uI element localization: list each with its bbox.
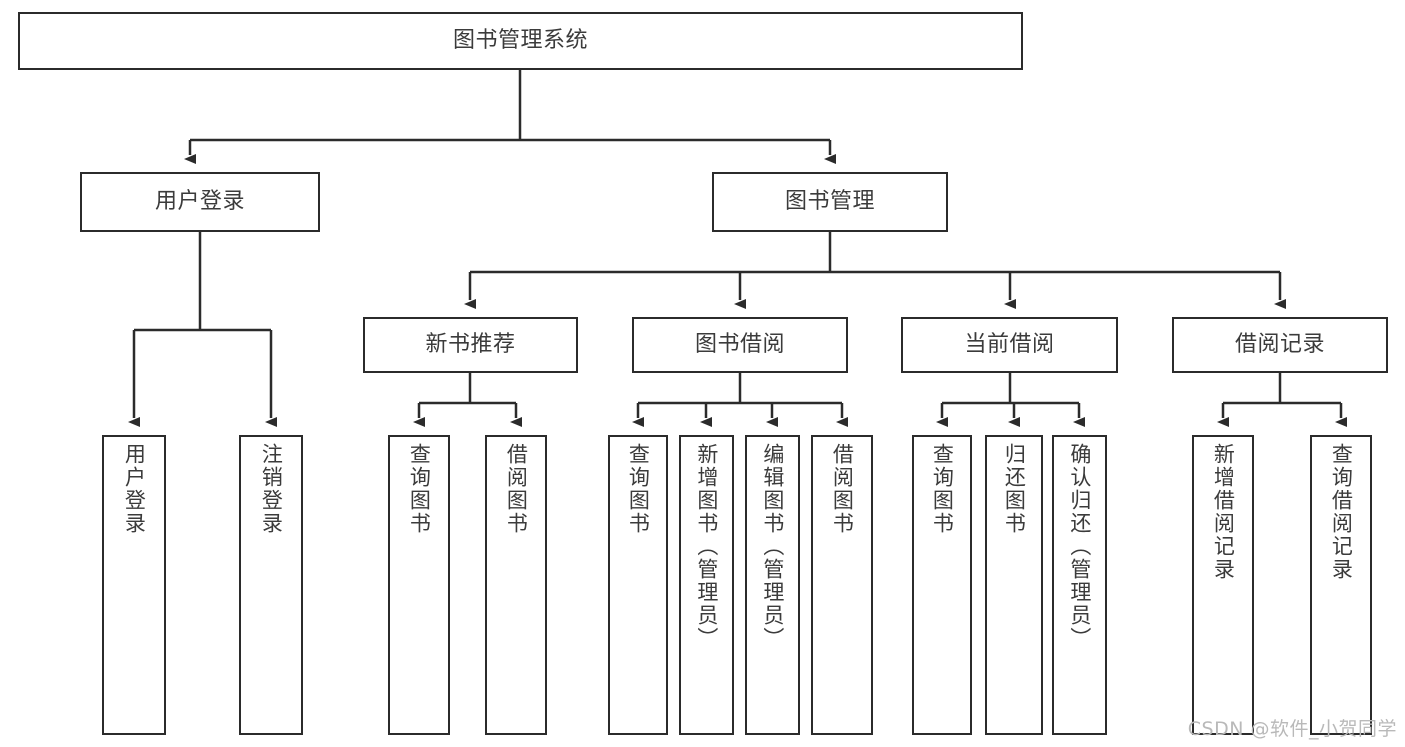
node-leaf-query-book-2-label: 查询图书 xyxy=(626,443,651,535)
node-leaf-user-logout[interactable]: 注销登录 xyxy=(239,435,303,735)
node-leaf-add-record[interactable]: 新增借阅记录 xyxy=(1192,435,1254,735)
node-leaf-query-book-2[interactable]: 查询图书 xyxy=(608,435,668,735)
node-book-borrow-label: 图书借阅 xyxy=(694,332,785,358)
node-leaf-borrow-book-1-label: 借阅图书 xyxy=(504,443,529,535)
node-root[interactable]: 图书管理系统 xyxy=(18,12,1023,70)
node-user-login-label: 用户登录 xyxy=(154,189,245,215)
node-book-manage[interactable]: 图书管理 xyxy=(712,172,948,232)
node-current-borrow[interactable]: 当前借阅 xyxy=(901,317,1118,373)
node-leaf-query-book-1[interactable]: 查询图书 xyxy=(388,435,450,735)
node-leaf-edit-book[interactable]: 编辑图书（管理员） xyxy=(745,435,800,735)
node-book-borrow[interactable]: 图书借阅 xyxy=(632,317,848,373)
node-book-manage-label: 图书管理 xyxy=(784,189,875,215)
node-leaf-edit-book-label: 编辑图书（管理员） xyxy=(760,443,785,650)
node-leaf-return-book[interactable]: 归还图书 xyxy=(985,435,1043,735)
node-leaf-borrow-book-1[interactable]: 借阅图书 xyxy=(485,435,547,735)
node-new-book-recommend-label: 新书推荐 xyxy=(425,332,516,358)
node-borrow-record[interactable]: 借阅记录 xyxy=(1172,317,1388,373)
node-leaf-query-book-3-label: 查询图书 xyxy=(930,443,955,535)
node-leaf-user-login[interactable]: 用户登录 xyxy=(102,435,166,735)
watermark-text: CSDN @软件_小贺同学 xyxy=(1187,718,1397,740)
node-leaf-confirm-return-label: 确认归还（管理员） xyxy=(1067,443,1092,650)
node-root-label: 图书管理系统 xyxy=(452,28,588,54)
node-leaf-borrow-book-2[interactable]: 借阅图书 xyxy=(811,435,873,735)
node-new-book-recommend[interactable]: 新书推荐 xyxy=(363,317,578,373)
node-leaf-query-record-label: 查询借阅记录 xyxy=(1329,443,1354,581)
node-leaf-query-book-1-label: 查询图书 xyxy=(407,443,432,535)
node-leaf-add-record-label: 新增借阅记录 xyxy=(1211,443,1236,581)
node-leaf-borrow-book-2-label: 借阅图书 xyxy=(830,443,855,535)
node-leaf-user-login-label: 用户登录 xyxy=(122,443,147,535)
node-leaf-user-logout-label: 注销登录 xyxy=(259,443,284,535)
node-user-login[interactable]: 用户登录 xyxy=(80,172,320,232)
node-leaf-query-record[interactable]: 查询借阅记录 xyxy=(1310,435,1372,735)
node-leaf-confirm-return[interactable]: 确认归还（管理员） xyxy=(1052,435,1107,735)
node-leaf-add-book-label: 新增图书（管理员） xyxy=(694,443,719,650)
node-borrow-record-label: 借阅记录 xyxy=(1234,332,1325,358)
node-leaf-add-book[interactable]: 新增图书（管理员） xyxy=(679,435,734,735)
node-current-borrow-label: 当前借阅 xyxy=(964,332,1055,358)
node-leaf-return-book-label: 归还图书 xyxy=(1002,443,1027,535)
node-leaf-query-book-3[interactable]: 查询图书 xyxy=(912,435,972,735)
